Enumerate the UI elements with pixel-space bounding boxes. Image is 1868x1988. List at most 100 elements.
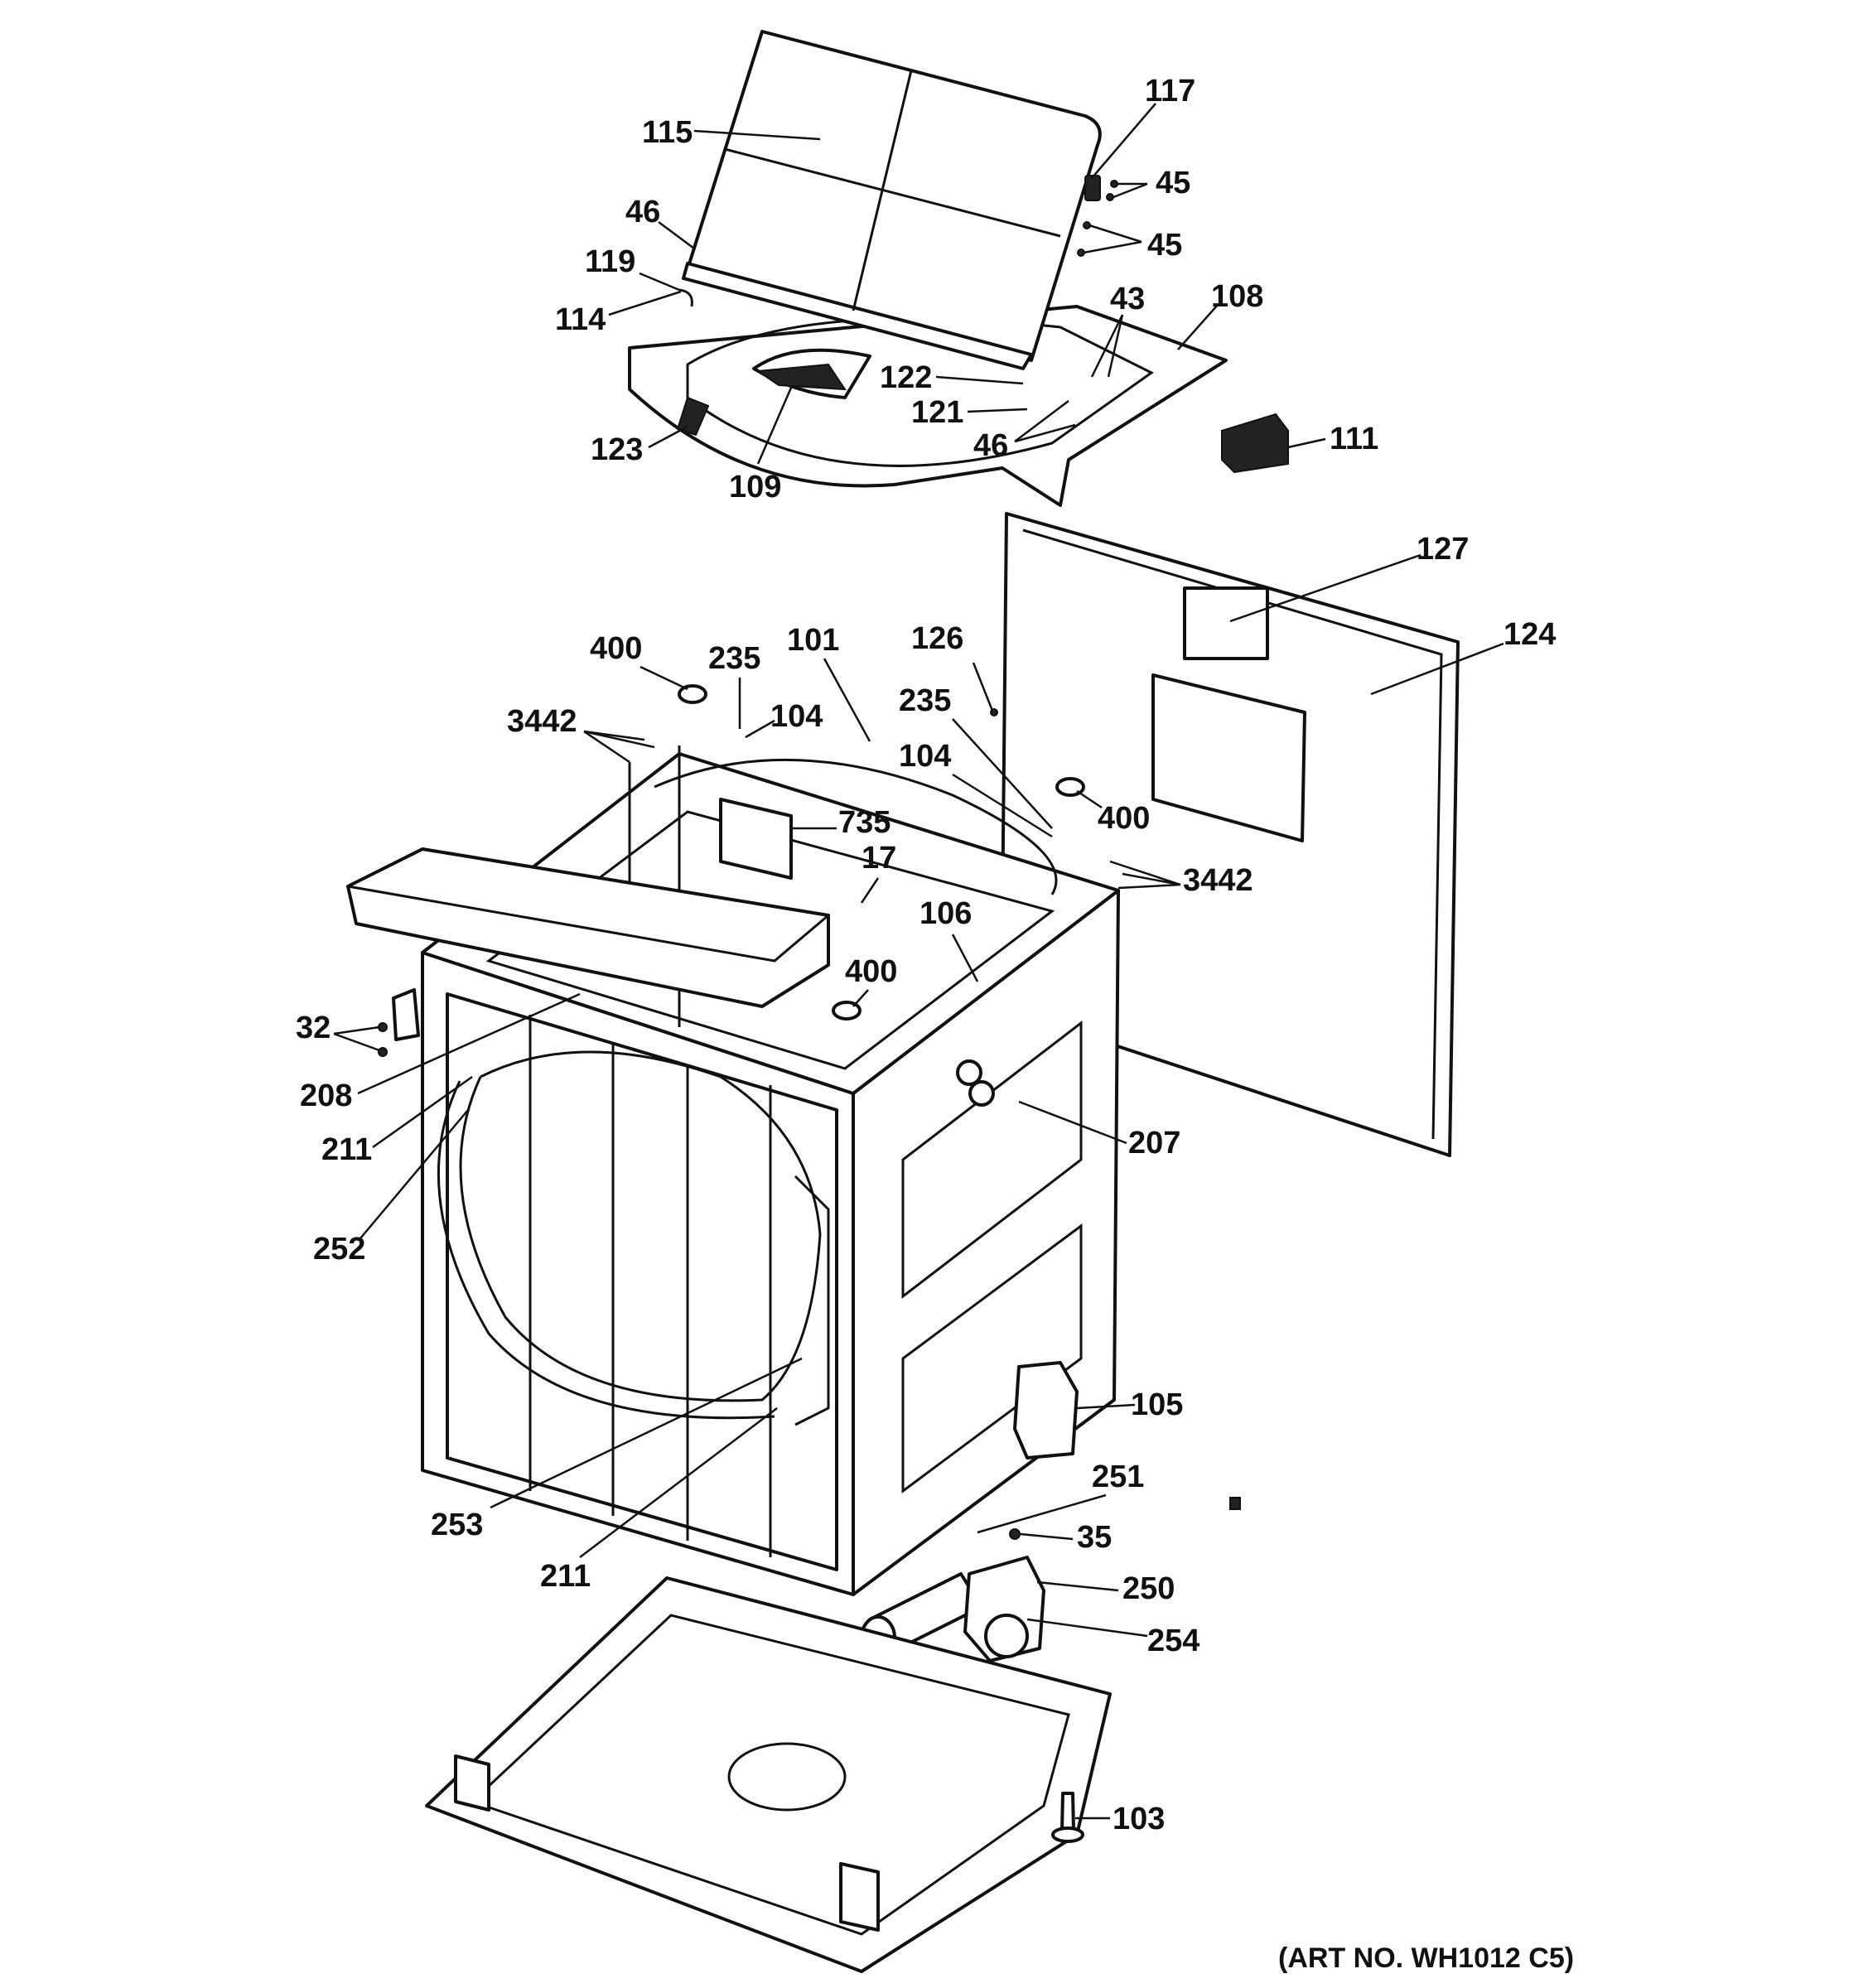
leader-46a <box>658 220 695 250</box>
leader-250 <box>1036 1580 1119 1592</box>
callout-104: 104 <box>770 699 823 734</box>
callout-127: 127 <box>1417 532 1469 567</box>
leader-122 <box>935 375 1024 385</box>
callout-111: 111 <box>1330 422 1378 456</box>
hinge-117 <box>1084 175 1101 201</box>
lid-glass-bottom-edge <box>682 262 1033 370</box>
side-panel-embossing-upper <box>901 1020 1083 1300</box>
leader-114 <box>608 290 682 316</box>
screw-45-d <box>1077 248 1085 257</box>
leader-35 <box>1020 1532 1074 1541</box>
callout-45: 45 <box>1156 166 1190 200</box>
leader-46b-1 <box>1014 400 1069 442</box>
leader-lines <box>333 103 1504 1820</box>
leader-211b <box>579 1407 778 1558</box>
leveling-leg-103 <box>1060 1792 1075 1832</box>
leader-126 <box>972 662 994 712</box>
leader-400b <box>1076 789 1103 809</box>
callout-105: 105 <box>1131 1387 1183 1422</box>
leader-3442b-3 <box>1117 883 1181 890</box>
callout-17: 17 <box>862 841 896 876</box>
leader-251 <box>977 1493 1107 1534</box>
bracket-32 <box>392 988 420 1041</box>
damper-123 <box>676 396 710 437</box>
leader-127 <box>1229 553 1422 623</box>
callout-235: 235 <box>899 683 951 718</box>
leader-43-1 <box>1090 314 1124 378</box>
leader-45a-2 <box>1113 182 1148 199</box>
callout-108: 108 <box>1211 279 1263 314</box>
drain-hose-253 <box>794 1175 830 1426</box>
base-frame <box>425 1576 1112 1973</box>
callout-400: 400 <box>590 631 642 666</box>
side-panel-embossing-lower <box>901 1223 1083 1493</box>
leader-32-2 <box>333 1032 380 1052</box>
water-valve-lower <box>968 1080 995 1107</box>
dispenser-insert <box>755 363 847 391</box>
callout-400: 400 <box>845 954 897 989</box>
callout-254: 254 <box>1147 1624 1199 1658</box>
callout-3442: 3442 <box>1183 863 1253 898</box>
control-box-735 <box>719 798 793 880</box>
fill-hose-252 <box>459 1050 822 1402</box>
callout-106: 106 <box>920 896 972 931</box>
leader-3442a-2 <box>583 730 655 749</box>
leader-254 <box>1026 1618 1148 1638</box>
hook-114 <box>678 288 693 307</box>
callout-208: 208 <box>300 1078 352 1113</box>
leader-111 <box>1287 437 1326 449</box>
hose-101 <box>654 758 1058 895</box>
callout-211: 211 <box>540 1559 591 1594</box>
screw-32-a <box>378 1022 388 1032</box>
rear-panel-flange <box>1022 528 1443 1140</box>
screw-45-c <box>1083 221 1091 229</box>
lid-assembly <box>628 30 1289 507</box>
leader-106 <box>951 934 979 982</box>
callout-3442: 3442 <box>507 704 577 739</box>
callout-250: 250 <box>1122 1571 1175 1606</box>
leader-104a <box>745 719 775 739</box>
clip-35 <box>1009 1528 1021 1540</box>
leader-3442b-2 <box>1122 872 1181 886</box>
callout-253: 253 <box>431 1508 483 1542</box>
small-spare-part <box>1229 1497 1241 1510</box>
bracket-105 <box>1013 1361 1079 1460</box>
leader-235b <box>952 718 1053 829</box>
leader-400c <box>852 989 869 1007</box>
callout-104: 104 <box>899 739 951 774</box>
wiring-diagram-label <box>1151 673 1306 842</box>
lid-lock-111 <box>1221 413 1289 474</box>
leveling-leg-foot <box>1051 1826 1084 1843</box>
callout-43: 43 <box>1110 282 1145 316</box>
control-console-top-edge <box>347 885 829 963</box>
callout-45: 45 <box>1147 228 1182 263</box>
callout-121: 121 <box>911 395 963 430</box>
callout-35: 35 <box>1077 1520 1112 1555</box>
leader-109 <box>756 387 793 465</box>
lid-glass-horizontal-line <box>724 147 1061 238</box>
callout-124: 124 <box>1504 617 1556 652</box>
leader-43-2 <box>1107 314 1124 378</box>
leader-121 <box>967 408 1028 413</box>
leader-207 <box>1018 1100 1127 1145</box>
callout-46: 46 <box>973 428 1008 463</box>
callout-235: 235 <box>708 641 760 676</box>
callout-101: 101 <box>787 623 839 658</box>
leader-400a <box>640 665 688 691</box>
leader-45b-1 <box>1088 224 1142 244</box>
leader-123 <box>648 425 688 449</box>
label-127 <box>1183 586 1269 660</box>
base-right-corner-bracket <box>839 1862 880 1932</box>
leader-115 <box>693 129 821 141</box>
pump-assembly <box>860 1556 1045 1662</box>
callout-123: 123 <box>591 432 643 467</box>
callout-115: 115 <box>642 115 693 150</box>
base-inner <box>470 1614 1070 1936</box>
screw-45-b <box>1106 193 1114 201</box>
art-number: (ART NO. WH1012 C5) <box>1278 1942 1574 1974</box>
cap-400-a <box>678 684 707 704</box>
leader-108 <box>1177 304 1219 350</box>
callout-32: 32 <box>296 1011 331 1045</box>
callout-126: 126 <box>911 621 963 656</box>
